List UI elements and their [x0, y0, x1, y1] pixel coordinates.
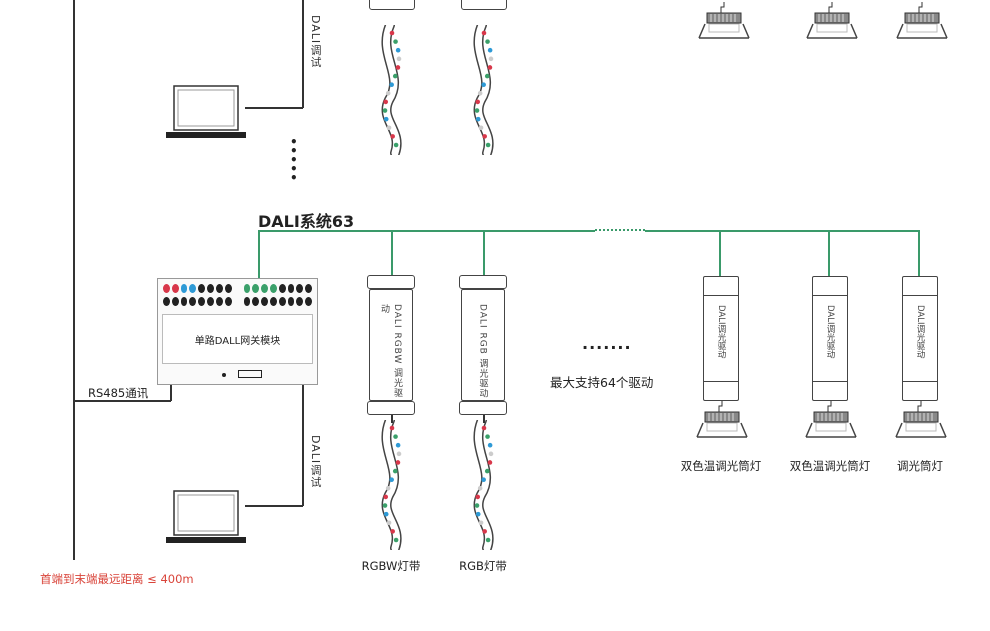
- driver-output-line: [483, 415, 485, 423]
- rgb-led-strip-icon: [473, 420, 494, 550]
- terminal-led: [296, 297, 304, 306]
- mount-ear: [459, 401, 507, 415]
- terminal-led: [243, 297, 251, 306]
- terminal-led: [287, 284, 295, 293]
- rs485-label: RS485通讯: [88, 386, 149, 400]
- downlight-label: 双色温调光筒灯: [789, 459, 871, 473]
- terminal-led: [198, 284, 206, 293]
- terminal-led: [305, 297, 312, 306]
- mount-ear: [459, 275, 507, 289]
- driver-text: DALI RGBW 调光驱动: [379, 304, 402, 399]
- bus-drop-3: [719, 230, 721, 276]
- strip-label: RGB灯带: [459, 559, 507, 573]
- rs485-branch-line: [73, 400, 171, 402]
- debug-line-top-h: [245, 107, 303, 109]
- gateway-module: 单路DALL网关模块: [157, 278, 318, 385]
- bus-drop-gateway: [258, 230, 260, 280]
- terminal-led: [171, 297, 179, 306]
- terminal-led: [163, 297, 170, 306]
- terminal-led: [261, 297, 268, 306]
- gateway-terminals-top: [163, 283, 312, 294]
- rgb-driver: DALI RGB 调光驱动: [459, 275, 507, 415]
- terminal-led: [243, 284, 251, 293]
- terminal-led: [215, 297, 223, 306]
- terminal-led: [189, 284, 197, 293]
- dali-bus-line-right: [645, 230, 920, 232]
- debug-line: [302, 385, 304, 506]
- rs485-drop-line: [170, 385, 172, 401]
- max-drivers-label: 最大支持64个驱动: [550, 375, 654, 390]
- terminal-led: [278, 284, 286, 293]
- terminal-led: [198, 297, 206, 306]
- dali-debug-label-top: DALI调试: [309, 15, 322, 69]
- terminal-led: [215, 284, 223, 293]
- terminal-led: [252, 284, 260, 293]
- dali-debug-label: DALI调试: [309, 435, 322, 489]
- rgbw-led-strip-icon: [381, 420, 402, 550]
- terminal-led: [189, 297, 197, 306]
- terminal-led: [261, 284, 268, 293]
- bus-ellipsis: [595, 229, 645, 231]
- rgb-driver: DALI RGBW 调光驱动: [367, 275, 415, 415]
- terminal-led: [305, 284, 312, 293]
- downlight-label: 双色温调光筒灯: [680, 459, 762, 473]
- terminal-led: [269, 284, 277, 293]
- driver-partial-top: [369, 0, 415, 10]
- driver-partial-top: [461, 0, 507, 10]
- rs485-trunk-line: [73, 0, 75, 560]
- driver-text: DALI RGB 调光驱动: [477, 304, 488, 399]
- bus-drop-4: [828, 230, 830, 276]
- gateway-label: 单路DALL网关模块: [162, 314, 313, 364]
- more-systems-dots: •••••: [290, 135, 299, 185]
- terminal-led: [252, 297, 260, 306]
- strip-label: RGBW灯带: [361, 559, 421, 573]
- terminal-led: [224, 284, 232, 293]
- terminal-led: [163, 284, 170, 293]
- downlight-icon: [895, 401, 947, 438]
- bus-ellipsis-text: ·······: [582, 338, 632, 357]
- rgb-led-strip-icon-top: [473, 25, 494, 155]
- driver-output-line: [391, 415, 393, 423]
- dali-bus-line: [258, 230, 595, 232]
- mount-ear: [367, 275, 415, 289]
- downlight-icon-top: [806, 2, 858, 39]
- gateway-terminals-row2: [163, 296, 312, 307]
- driver-text: DALI调光驱动: [915, 305, 925, 359]
- mount-ear: [367, 401, 415, 415]
- bus-drop-2: [483, 230, 485, 276]
- terminal-led: [296, 284, 304, 293]
- rgbw-led-strip-icon-top: [381, 25, 402, 155]
- laptop-icon: [166, 490, 246, 543]
- terminal-led: [171, 284, 179, 293]
- dimming-driver: DALI调光驱动: [703, 276, 739, 401]
- dimming-driver: DALI调光驱动: [812, 276, 848, 401]
- debug-line-top: [302, 0, 304, 108]
- gateway-port: [238, 370, 262, 378]
- downlight-icon: [805, 401, 857, 438]
- terminal-led: [287, 297, 295, 306]
- downlight-icon-top: [896, 2, 948, 39]
- laptop-icon-top: [166, 85, 246, 138]
- bus-drop-1: [391, 230, 393, 276]
- system-title: DALI系统63: [258, 212, 355, 231]
- driver-text: DALI调光驱动: [716, 305, 726, 359]
- terminal-led: [224, 297, 232, 306]
- terminal-led: [278, 297, 286, 306]
- terminal-led: [180, 284, 188, 293]
- downlight-icon-top: [698, 2, 750, 39]
- gateway-status-hole: [222, 373, 226, 377]
- terminal-led: [207, 284, 214, 293]
- terminal-led: [180, 297, 188, 306]
- downlight-label: 调光筒灯: [897, 459, 943, 473]
- debug-line-h: [245, 505, 303, 507]
- terminal-led: [207, 297, 214, 306]
- driver-text: DALI调光驱动: [825, 305, 835, 359]
- bus-drop-5: [918, 230, 920, 276]
- terminal-led: [269, 297, 277, 306]
- downlight-icon: [696, 401, 748, 438]
- dimming-driver: DALI调光驱动: [902, 276, 938, 401]
- distance-note: 首端到末端最远距离 ≤ 400m: [40, 572, 194, 586]
